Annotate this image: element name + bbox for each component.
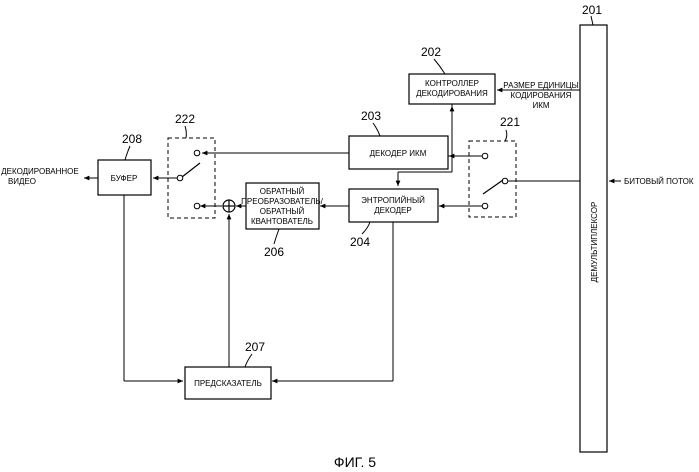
demux-block: ДЕМУЛЬТИПЛЕКСОР [580,25,607,452]
inverse-transformer-block: ОБРАТНЫЙ ПРЕОБРАЗОВАТЕЛЬ/ ОБРАТНЫЙ КВАНТ… [241,183,323,229]
figure-caption: ФИГ. 5 [334,454,376,470]
predictor-label: ПРЕДСКАЗАТЕЛЬ [194,379,262,388]
ipcm-size-label-line3: ИКМ [532,101,549,110]
ipcm-size-label-line2: КОДИРОВАНИЯ [511,91,572,100]
demux-label: ДЕМУЛЬТИПЛЕКСОР [590,202,599,283]
entropy-decoder-ref: 204 [350,235,370,249]
switch-222-ref: 222 [175,112,195,126]
buffer-block: БУФЕР [98,160,151,195]
predictor-block: ПРЕДСКАЗАТЕЛЬ [185,367,271,399]
entropy-decoder-block: ЭНТРОПИЙНЫЙ ДЕКОДЕР [349,189,438,222]
inverse-label-line3: ОБРАТНЫЙ [260,207,305,216]
inverse-transformer-ref: 206 [264,245,284,259]
buffer-label: БУФЕР [111,174,138,183]
ipcm-size-label-line1: РАЗМЕР ЕДИНИЦЫ [503,81,578,90]
controller-label-line2: ДЕКОДИРОВАНИЯ [416,89,488,98]
ipcm-decoder-label: ДЕКОДЕР ИКМ [370,149,427,158]
inverse-label-line1: ОБРАТНЫЙ [260,187,305,196]
switch-221-ref: 221 [500,115,520,129]
decoded-video-label-line1: ДЕКОДИРОВАННОЕ [1,167,78,176]
inverse-label-line2: ПРЕОБРАЗОВАТЕЛЬ/ [241,197,323,206]
controller-ref: 202 [421,45,441,59]
entropy-decoder-label-line2: ДЕКОДЕР [374,206,411,215]
ipcm-decoder-block: ДЕКОДЕР ИКМ [349,136,448,169]
controller-label-line1: КОНТРОЛЛЕР [425,79,479,88]
adder [223,200,235,212]
decoding-controller-block: КОНТРОЛЛЕР ДЕКОДИРОВАНИЯ [409,74,495,104]
predictor-ref: 207 [245,340,265,354]
inverse-label-line4: КВАНТОВАТЕЛЬ [251,217,313,226]
ipcm-decoder-ref: 203 [361,109,381,123]
buffer-ref: 208 [122,132,142,146]
bitstream-label: БИТОВЫЙ ПОТОК [624,177,694,186]
demux-ref: 201 [582,3,602,17]
decoded-video-label-line2: ВИДЕО [8,177,36,186]
entropy-decoder-label-line1: ЭНТРОПИЙНЫЙ [361,196,425,205]
